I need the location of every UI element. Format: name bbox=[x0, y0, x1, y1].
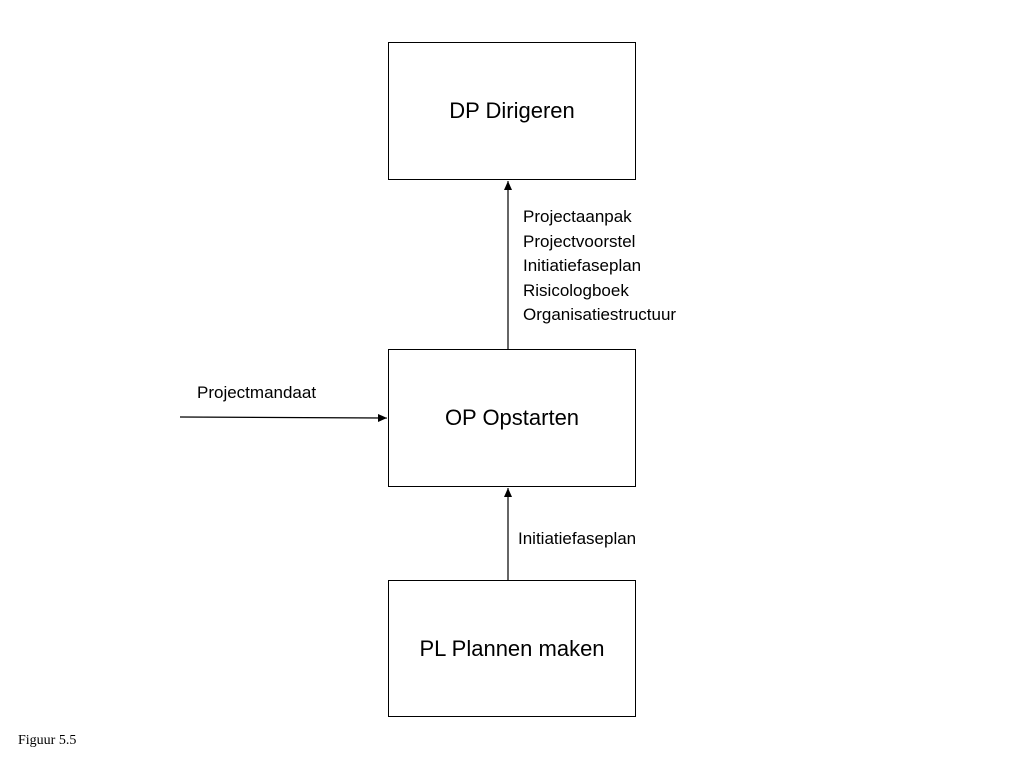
product-label: Projectvoorstel bbox=[523, 231, 636, 251]
figure-caption: Figuur 5.5 bbox=[18, 733, 77, 748]
process-box-dp-dirigeren: DP Dirigeren bbox=[388, 42, 636, 180]
box-label-dp: DP Dirigeren bbox=[449, 98, 575, 123]
product-label: Risicologboek bbox=[523, 280, 629, 300]
product-label: Organisatiestructuur bbox=[523, 305, 677, 324]
arrow-mandaat-to-op bbox=[179, 413, 388, 422]
pl-to-op-label: Initiatiefaseplan bbox=[518, 529, 637, 548]
box-label-op: OP Opstarten bbox=[444, 405, 580, 430]
process-box-pl-plannen-maken: PL Plannen maken bbox=[388, 580, 636, 717]
box-label-pl: PL Plannen maken bbox=[419, 635, 605, 661]
input-label-projectmandaat: Projectmandaat bbox=[197, 383, 317, 402]
product-label: Initiatiefaseplan bbox=[523, 256, 642, 275]
op-to-dp-products-list: Projectaanpak Projectvoorstel Initiatief… bbox=[523, 205, 676, 328]
product-label: Projectaanpak bbox=[523, 207, 632, 226]
process-box-op-opstarten: OP Opstarten bbox=[388, 349, 636, 487]
